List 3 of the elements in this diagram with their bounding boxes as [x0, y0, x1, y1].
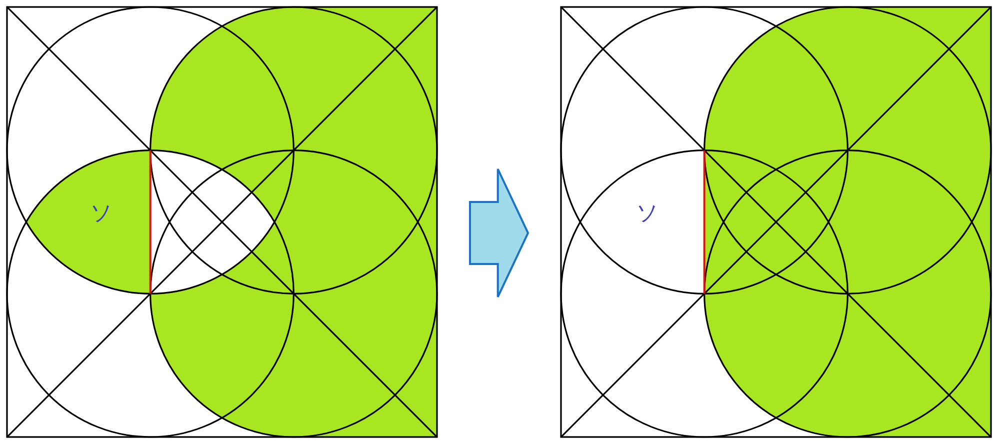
- block-arrow: [469, 168, 530, 298]
- region-label: ソ: [636, 203, 659, 225]
- region-label: ソ: [90, 203, 113, 225]
